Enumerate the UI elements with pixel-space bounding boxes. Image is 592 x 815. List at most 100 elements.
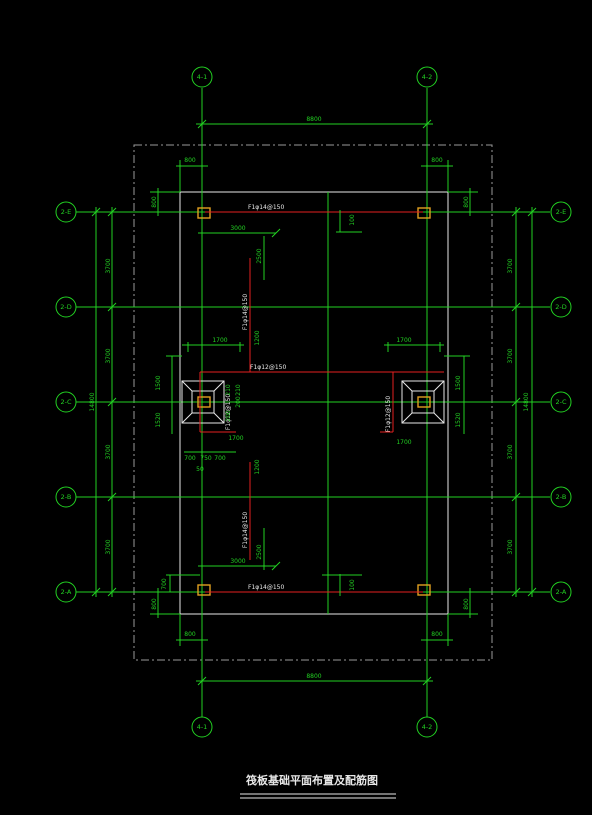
dimension-bottom-3000: 3000 <box>198 558 281 571</box>
svg-text:1520: 1520 <box>455 412 462 427</box>
svg-text:200: 200 <box>225 410 232 422</box>
svg-text:800: 800 <box>151 196 158 208</box>
svg-text:2500: 2500 <box>256 544 263 559</box>
dimension-right-chain: 3700 3700 3700 3700 14800 <box>507 207 537 597</box>
rebar-label-top: F1φ14@150 <box>248 204 284 211</box>
svg-text:3700: 3700 <box>507 539 514 554</box>
svg-text:1700: 1700 <box>228 435 243 442</box>
dimension-bottom-100: 100 <box>322 574 362 596</box>
svg-text:3000: 3000 <box>230 225 245 232</box>
svg-text:3700: 3700 <box>507 348 514 363</box>
column-4-1-2-A <box>197 584 211 596</box>
column-4-2-2-A <box>417 584 431 596</box>
axis-bubble-left-2-C: 2-C <box>55 391 77 413</box>
column-4-2-2-E <box>417 207 431 219</box>
axis-bubble-left-2-E: 2-E <box>55 201 77 223</box>
svg-text:14800: 14800 <box>89 392 96 411</box>
svg-text:100: 100 <box>349 214 356 226</box>
axis-bubble-right-2-A: 2-A <box>550 581 572 603</box>
sump-left <box>181 380 225 424</box>
svg-text:1500: 1500 <box>455 375 462 390</box>
svg-text:800: 800 <box>184 157 196 164</box>
raft-slab-outline <box>179 191 449 615</box>
axis-label: 2-C <box>555 398 566 406</box>
rebar-label-lower-vertical: F1φ14@150 <box>242 512 249 548</box>
svg-text:800: 800 <box>431 631 443 638</box>
svg-text:210: 210 <box>225 384 232 396</box>
dimension-top-100: 100 <box>336 210 362 233</box>
dimension-top-overall: 8800 <box>196 116 433 129</box>
svg-text:800: 800 <box>463 196 470 208</box>
axis-bubble-left-2-A: 2-A <box>55 581 77 603</box>
axis-bubble-left-2-D: 2-D <box>55 296 77 318</box>
axis-bubble-left-2-B: 2-B <box>55 486 77 508</box>
rebar-label-middle: F1φ12@150 <box>250 364 286 371</box>
dimension-left-800-bottom: 800 <box>150 588 180 618</box>
svg-text:8800: 8800 <box>306 673 321 680</box>
dimension-left-chain: 3700 3700 3700 3700 14800 <box>89 207 117 597</box>
axis-label: 2-E <box>556 208 567 216</box>
dimension-sump-right: 1700 1500 1520 1700 <box>384 337 470 446</box>
svg-text:1700: 1700 <box>396 337 411 344</box>
dimension-top-800-left: 800 <box>176 157 208 192</box>
rebar-label-right-vertical: F1φ12@150 <box>385 396 392 432</box>
svg-text:700: 700 <box>161 578 168 590</box>
column-4-1-2-E <box>197 207 211 219</box>
axis-label: 2-B <box>61 493 72 501</box>
axis-label: 2-A <box>556 588 567 596</box>
svg-text:700: 700 <box>184 455 196 462</box>
dimension-top-800-right: 800 <box>421 157 453 192</box>
svg-text:8800: 8800 <box>306 116 321 123</box>
axis-bubble-bottom-4-2: 4-2 <box>416 716 438 738</box>
axis-bubble-top-4-2: 4-2 <box>416 66 438 88</box>
rebar-label-bottom: F1φ14@150 <box>248 584 284 591</box>
axis-label: 2-C <box>60 398 71 406</box>
axis-label: 2-D <box>60 303 72 311</box>
axis-label: 4-1 <box>197 723 208 731</box>
axis-label: 4-2 <box>422 723 433 731</box>
axis-bubble-right-2-B: 2-B <box>550 486 572 508</box>
svg-text:50: 50 <box>196 466 204 473</box>
svg-text:2500: 2500 <box>256 248 263 263</box>
svg-text:3700: 3700 <box>105 348 112 363</box>
rebar-label-upper-vertical: F1φ14@150 <box>242 294 249 330</box>
svg-text:800: 800 <box>151 598 158 610</box>
svg-text:3700: 3700 <box>507 258 514 273</box>
axis-label: 2-A <box>61 588 72 596</box>
dimension-sump-left: 1700 1500 1520 1700 700 750 700 50 210 2… <box>155 337 244 473</box>
svg-text:1700: 1700 <box>396 439 411 446</box>
axis-bubble-bottom-4-1: 4-1 <box>191 716 213 738</box>
axis-bubble-right-2-D: 2-D <box>550 296 572 318</box>
rebar-label-sump-left: F1φ12@150 <box>225 394 232 430</box>
axis-label: 2-E <box>61 208 72 216</box>
dimension-left-1200-a: 1200 <box>254 330 261 345</box>
svg-text:700: 700 <box>214 455 226 462</box>
svg-text:1520: 1520 <box>155 412 162 427</box>
dimension-left-1200-b: 1200 <box>254 459 261 474</box>
dimension-right-800-top: 800 <box>448 188 478 216</box>
dimension-bottom-2500: 2500 <box>256 528 265 570</box>
dimension-bottom-overall: 8800 <box>196 673 433 686</box>
dimension-bottom-800-right: 800 <box>421 614 453 646</box>
svg-text:3000: 3000 <box>230 558 245 565</box>
svg-text:3700: 3700 <box>507 444 514 459</box>
svg-text:200: 200 <box>235 396 242 408</box>
axis-label: 4-2 <box>422 73 433 81</box>
dimension-top-2500: 2500 <box>256 236 265 280</box>
svg-text:800: 800 <box>184 631 196 638</box>
svg-text:210: 210 <box>235 384 242 396</box>
svg-text:3700: 3700 <box>105 258 112 273</box>
svg-text:750: 750 <box>200 455 212 462</box>
svg-text:14800: 14800 <box>523 392 530 411</box>
svg-text:3700: 3700 <box>105 444 112 459</box>
axis-label: 2-D <box>555 303 567 311</box>
axis-label: 4-1 <box>197 73 208 81</box>
svg-text:800: 800 <box>463 598 470 610</box>
dimension-bottom-left-700: 700 <box>161 574 200 592</box>
axis-bubble-right-2-C: 2-C <box>550 391 572 413</box>
sump-right <box>401 380 445 424</box>
dimension-bottom-800-left: 800 <box>176 614 208 646</box>
svg-text:100: 100 <box>349 579 356 591</box>
axis-label: 2-B <box>556 493 567 501</box>
